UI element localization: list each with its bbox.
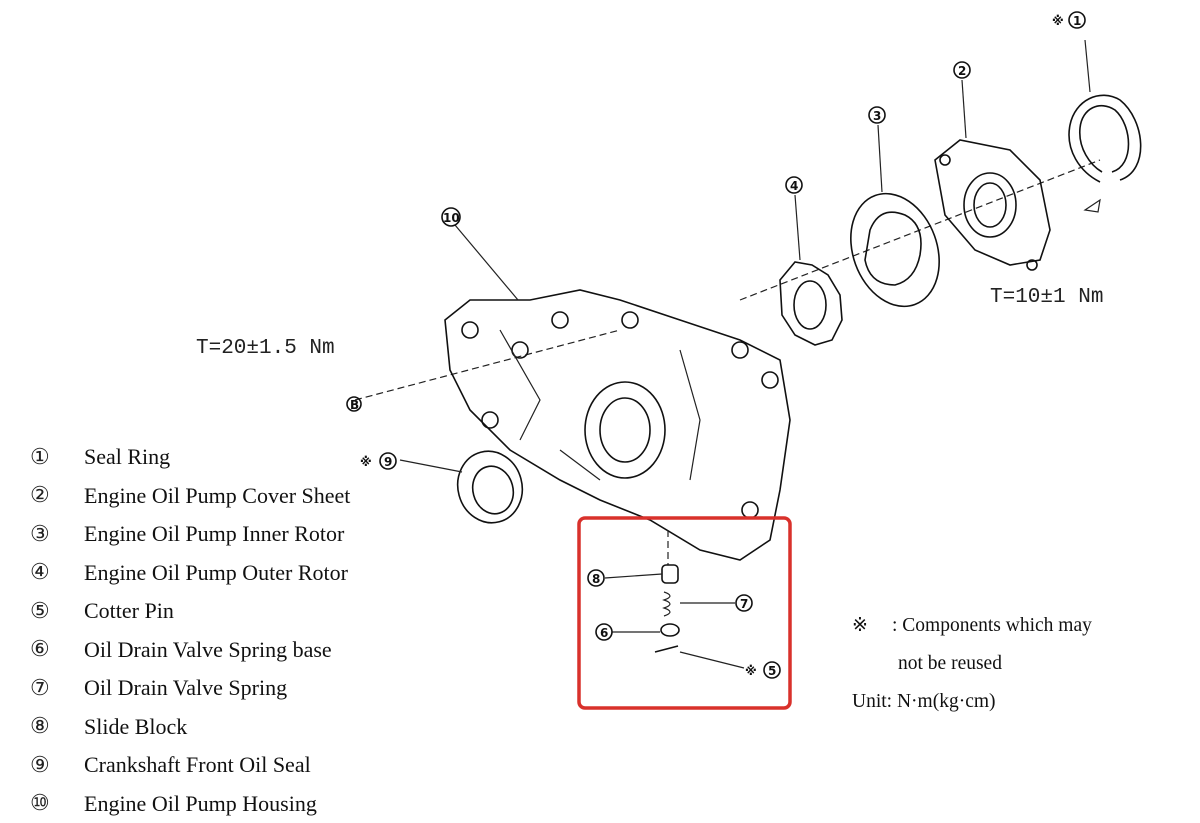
legend-label: Oil Drain Valve Spring bbox=[84, 675, 287, 701]
cover-sheet-part bbox=[935, 80, 1100, 270]
svg-text:※: ※ bbox=[360, 455, 372, 469]
oil-seal-part bbox=[400, 444, 530, 530]
callout-6: 6 bbox=[596, 624, 612, 640]
svg-text:8: 8 bbox=[592, 572, 600, 586]
legend-number: ⑧ bbox=[30, 714, 84, 739]
svg-text:3: 3 bbox=[873, 109, 881, 123]
note-text-1: : Components which may bbox=[892, 615, 1092, 636]
legend-label: Seal Ring bbox=[84, 444, 170, 470]
legend-number: ③ bbox=[30, 522, 84, 547]
legend-label: Engine Oil Pump Housing bbox=[84, 791, 317, 817]
callout-9: 9 ※ bbox=[360, 453, 396, 469]
svg-text:10: 10 bbox=[443, 211, 460, 225]
legend-label: Oil Drain Valve Spring base bbox=[84, 637, 332, 663]
svg-text:※: ※ bbox=[1052, 14, 1064, 28]
legend-number: ⑦ bbox=[30, 676, 84, 701]
callout-7: 7 bbox=[736, 595, 752, 611]
svg-text:B: B bbox=[350, 398, 359, 412]
legend-number: ⑨ bbox=[30, 753, 84, 778]
unit-label: Unit: N·m(kg·cm) bbox=[852, 683, 1092, 721]
svg-text:7: 7 bbox=[740, 597, 748, 611]
note-symbol: ※ bbox=[852, 606, 892, 644]
pump-housing-part bbox=[445, 225, 790, 560]
callout-3: 3 bbox=[869, 107, 885, 123]
assembly-axis-line bbox=[355, 160, 1100, 400]
svg-text:※: ※ bbox=[745, 664, 757, 678]
svg-text:5: 5 bbox=[768, 664, 776, 678]
legend-number: ⑥ bbox=[30, 637, 84, 662]
torque-housing-label: T=20±1.5 Nm bbox=[196, 337, 335, 360]
rotor-ring-part bbox=[836, 125, 955, 319]
callout-5: 5 ※ bbox=[745, 662, 780, 678]
callout-4: 4 bbox=[786, 177, 802, 193]
legend-number: ② bbox=[30, 483, 84, 508]
legend-number: ⑩ bbox=[30, 791, 84, 816]
legend-label: Cotter Pin bbox=[84, 598, 174, 624]
callout-1: 1 ※ bbox=[1052, 12, 1085, 28]
note-line-1: ※: Components which may bbox=[852, 606, 1092, 645]
callout-2: 2 bbox=[954, 62, 970, 78]
valve-highlight-box bbox=[579, 518, 790, 708]
legend-label: Slide Block bbox=[84, 714, 187, 740]
reuse-note: ※: Components which may not be reused Un… bbox=[852, 606, 1092, 721]
svg-text:9: 9 bbox=[384, 455, 392, 469]
note-text-2: not be reused bbox=[852, 645, 1092, 683]
svg-text:4: 4 bbox=[790, 179, 798, 193]
callout-8: 8 bbox=[588, 570, 604, 586]
legend-label: Crankshaft Front Oil Seal bbox=[84, 752, 311, 778]
legend-number: ④ bbox=[30, 560, 84, 585]
legend-label: Engine Oil Pump Cover Sheet bbox=[84, 483, 350, 509]
callout-10: 10 bbox=[442, 208, 460, 226]
valve-subassembly bbox=[605, 530, 744, 668]
svg-text:2: 2 bbox=[958, 64, 966, 78]
callout-b: B bbox=[347, 397, 361, 412]
torque-cover-label: T=10±1 Nm bbox=[990, 286, 1103, 309]
legend-label: Engine Oil Pump Inner Rotor bbox=[84, 521, 344, 547]
legend-number: ① bbox=[30, 445, 84, 470]
svg-text:1: 1 bbox=[1073, 14, 1081, 28]
legend-label: Engine Oil Pump Outer Rotor bbox=[84, 560, 348, 586]
legend-number: ⑤ bbox=[30, 599, 84, 624]
svg-text:6: 6 bbox=[600, 626, 608, 640]
seal-ring-part bbox=[1069, 40, 1141, 182]
gear-rotor-part bbox=[780, 195, 842, 345]
